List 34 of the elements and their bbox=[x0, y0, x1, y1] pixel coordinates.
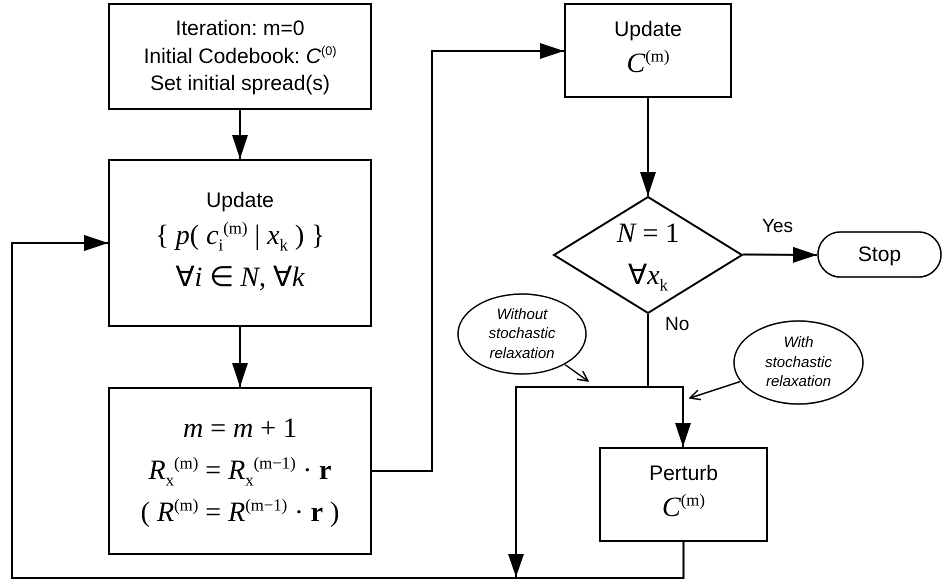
process-box bbox=[564, 3, 732, 98]
process-box bbox=[108, 3, 372, 110]
formula: C$^{(m)}$ bbox=[626, 46, 670, 82]
connector-arrow bbox=[232, 110, 248, 159]
formula: ∀x$_{k}$ bbox=[628, 259, 668, 297]
callout-ellipse bbox=[457, 293, 587, 375]
node-label: Set initial spread(s) bbox=[150, 71, 330, 98]
leader-line bbox=[564, 364, 589, 382]
terminal-box bbox=[817, 231, 942, 278]
connector-arrow bbox=[232, 327, 248, 387]
formula: R$_{x}$$^{(m)}$ = R$_{x}$$^{(m−1)}$ · r bbox=[148, 452, 332, 492]
callout-text: With stochastic relaxation bbox=[764, 333, 833, 392]
process-box bbox=[599, 447, 768, 542]
node-label: Update bbox=[614, 16, 682, 43]
formula: ( R$^{(m)}$ = R$^{(m−1)}$ · r ) bbox=[140, 494, 340, 530]
node-label: Update bbox=[206, 188, 274, 214]
leader-line bbox=[689, 380, 740, 400]
process-box bbox=[108, 159, 372, 327]
callout-ellipse bbox=[733, 320, 864, 405]
node-label: Iteration: m=0 bbox=[176, 16, 304, 42]
formula: ∀i ∈ N, ∀k bbox=[176, 260, 304, 295]
callout-text: Without stochastic relaxation bbox=[488, 304, 556, 364]
node-label: Perturb bbox=[649, 460, 718, 487]
decision-diamond bbox=[553, 196, 743, 314]
formula: N = 1 bbox=[616, 217, 680, 251]
connector-arrow bbox=[743, 246, 817, 263]
node-label: Stop bbox=[858, 242, 902, 268]
formula: C$^{(m)}$ bbox=[662, 490, 705, 526]
node-label: Initial Codebook: C$^{(0)}$ bbox=[144, 42, 336, 70]
formula: { p( c$_{i}$$^{(m)}$ | x$_{k}$ ) } bbox=[155, 218, 325, 256]
process-box bbox=[108, 387, 372, 555]
formula: m = m + 1 bbox=[182, 412, 298, 446]
connector-arrow bbox=[640, 98, 656, 196]
connector-arrow bbox=[372, 43, 564, 472]
